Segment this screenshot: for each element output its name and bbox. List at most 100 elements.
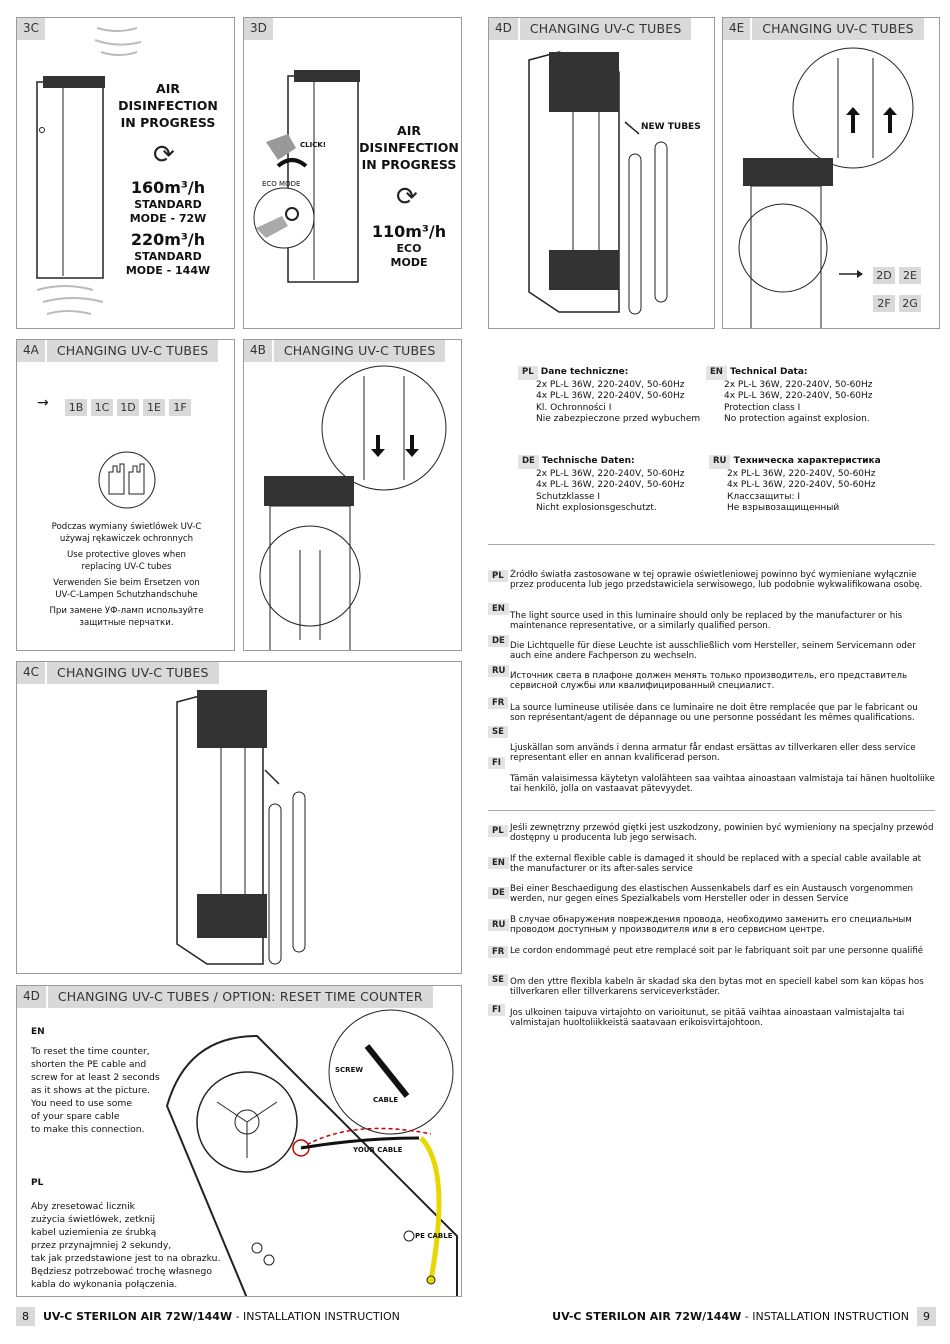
gloves-text-ru-2: защитные перчатки. (79, 617, 174, 628)
tech-data-pl: PL Dane techniczne: 2x PL-L 36W, 220-240… (518, 366, 728, 426)
pl-text-line: przez przynajmniej 2 sekundy, (31, 1240, 172, 1251)
gloves-text-de-1: Verwenden Sie beim Ersetzen von (53, 578, 200, 588)
panel-title: CHANGING UV-C TUBES (752, 18, 924, 40)
footer-product: UV-C STERILON AIR 72W/144W (43, 1309, 233, 1323)
lang-tag: RU (709, 455, 731, 469)
notice-text: Bei einer Beschaedigung des elastischen … (510, 884, 914, 905)
tech-line: Schutzklasse I (536, 491, 600, 502)
page-number: 9 (917, 1306, 936, 1326)
refresh-icon: ⟳ (153, 140, 175, 170)
step-chip: 1B (65, 399, 87, 416)
lang-tag: FI (488, 1004, 505, 1017)
tech-line: 4x PL-L 36W, 220-240V, 50-60Hz (536, 480, 685, 490)
rate-eco: 110m³/h (371, 222, 447, 241)
notice-text: В случае обнаружения повреждения провода… (510, 915, 912, 936)
new-tubes-label: NEW TUBES (641, 122, 701, 132)
mode-144w-label: MODE - 144W (125, 264, 211, 277)
notice-text: Die Lichtquelle für diese Leuchte ist au… (510, 641, 916, 662)
notice-text: La source lumineuse utilisée dans ce lum… (510, 703, 918, 724)
lang-tag: DE (488, 635, 509, 648)
notice-text: If the external flexible cable is damage… (510, 854, 922, 875)
gloves-text-ru-1: При замене УФ-ламп используйте (49, 606, 204, 616)
lang-tag: PL (488, 825, 508, 838)
tech-line: 2x PL-L 36W, 220-240V, 50-60Hz (727, 468, 876, 479)
standard-label: STANDARD (134, 250, 202, 263)
tube-removal-illustration (259, 365, 447, 650)
pl-text-line: kabel uziemienia ze śrubką (31, 1227, 157, 1238)
panel-code: 4C (17, 662, 48, 684)
tech-line: Классзащиты: I (727, 491, 801, 502)
notice-text: Tämän valaisimessa käytetyn valolähteen … (510, 774, 935, 795)
pl-text-line: tak jak przedstawione jest to na obrazku… (31, 1253, 221, 1264)
tech-line: 4x PL-L 36W, 220-240V, 50-60Hz (727, 480, 876, 490)
notice-text: Jos ulkoinen taipuva virtajohto on vario… (510, 1008, 905, 1029)
divider (488, 810, 935, 811)
footer-right: UV-C STERILON AIR 72W/144W - INSTALLATIO… (552, 1306, 944, 1326)
en-text-line: of your spare cable (31, 1111, 120, 1122)
en-text-line: as it shows at the picture. (31, 1085, 151, 1096)
step-chip: 2E (899, 267, 921, 284)
panel-title: CHANGING UV-C TUBES (46, 340, 219, 362)
standard-label: STANDARD (134, 198, 202, 211)
notice-text: Источник света в плафоне должен менять т… (510, 671, 908, 692)
reset-wiring-illustration (165, 1009, 458, 1296)
tech-head: Technische Daten: (542, 456, 635, 466)
panel-3c: 3C AIR DISINFECTION IN PROGRESS ⟳ 160m³/… (16, 17, 235, 329)
lang-tag: DE (518, 455, 539, 469)
lang-tag: EN (706, 366, 727, 380)
lang-tag: PL (518, 366, 538, 380)
device-open-illustration (528, 51, 668, 315)
en-text-line: to make this connection. (31, 1124, 145, 1135)
en-text-line: To reset the time counter, (31, 1046, 150, 1057)
notice-text: Om den yttre flexibla kabeln är skadad s… (510, 977, 924, 998)
lang-tag: SE (488, 726, 508, 739)
lang-tag: FR (488, 697, 509, 710)
step-arrow-icon: → (37, 395, 49, 411)
notice-text: The light source used in this luminaire … (510, 611, 903, 632)
mode-72w-label: MODE - 72W (129, 212, 207, 225)
en-text-line: screw for at least 2 seconds (31, 1072, 160, 1083)
tech-line: 2x PL-L 36W, 220-240V, 50-60Hz (536, 379, 685, 390)
gloves-text-de-2: UV-C-Lampen Schutzhandschuhe (55, 589, 198, 600)
tech-line: Nicht explosionsgeschutzt. (536, 503, 657, 513)
mode-label: MODE (390, 256, 428, 269)
tech-line: Protection class I (724, 402, 801, 413)
en-text-line: You need to use some (31, 1098, 132, 1109)
pl-tag: PL (31, 1178, 44, 1188)
tech-data-de: DE Technische Daten: 2x PL-L 36W, 220-24… (518, 455, 728, 515)
lang-tag: RU (488, 665, 510, 678)
eco-label: ECO (396, 242, 422, 255)
notice-text: Le cordon endommagé peut etre remplacé s… (510, 946, 924, 956)
en-tag: EN (31, 1027, 45, 1037)
step-chip: 1D (117, 399, 139, 416)
progress-label: IN PROGRESS (120, 115, 216, 130)
pe-cable-label: PE CABLE (415, 1232, 453, 1240)
panel-title: CHANGING UV-C TUBES (47, 662, 219, 684)
click-label: CLICK! (300, 141, 326, 149)
eco-mode-label: ECO MODE (262, 180, 301, 188)
gloves-text-pl-1: Podczas wymiany świetlówek UV-C (51, 522, 202, 532)
disinfection-label: DISINFECTION (118, 98, 218, 113)
tech-head: Technical Data: (730, 367, 808, 377)
tech-line: 4x PL-L 36W, 220-240V, 50-60Hz (536, 391, 685, 401)
footer-subtitle: - INSTALLATION INSTRUCTION (741, 1309, 909, 1323)
footer-product: UV-C STERILON AIR 72W/144W (552, 1309, 742, 1323)
refresh-icon: ⟳ (396, 182, 418, 212)
tech-line: No protection against explosion. (724, 414, 870, 424)
tech-head: Dane techniczne: (540, 367, 629, 377)
step-chip: 1E (143, 399, 165, 416)
your-cable-label: YOUR CABLE (353, 1146, 403, 1154)
tech-line: 2x PL-L 36W, 220-240V, 50-60Hz (536, 468, 685, 479)
tube-detail-illustration (738, 47, 914, 328)
en-text-line: shorten the PE cable and (31, 1059, 147, 1070)
panel-code: 4A (17, 340, 47, 362)
panel-title: CHANGING UV-C TUBES / OPTION: RESET TIME… (47, 986, 433, 1008)
